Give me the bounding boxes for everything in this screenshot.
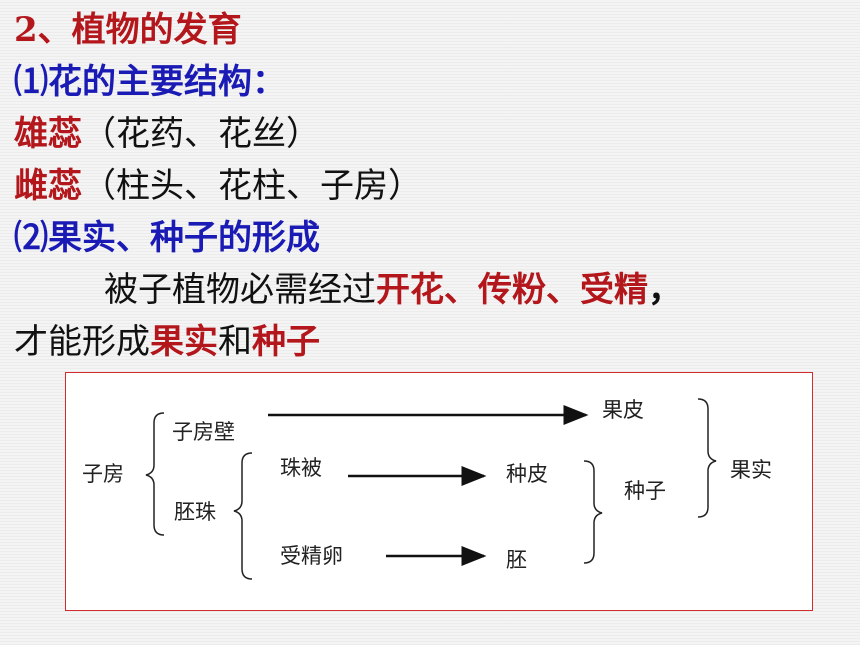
pistil-term: 雌蕊	[14, 166, 82, 206]
heading: 2、植物的发育	[14, 8, 242, 52]
paragraph-highlight3: 种子	[252, 322, 320, 362]
ovary-wall-label: 子房壁	[172, 420, 235, 444]
section2-title: ⑵果实、种子的形成	[14, 216, 320, 260]
ovule-brace	[233, 452, 253, 580]
section1-marker: ⑴	[14, 62, 48, 102]
paragraph-highlight2: 果实	[150, 322, 218, 362]
fruit-label: 果实	[730, 458, 772, 482]
fertilized-egg-label: 受精卵	[280, 544, 343, 568]
integument-label: 珠被	[280, 456, 322, 480]
section1-text: 花的主要结构：	[48, 62, 286, 102]
embryo-label: 胚	[506, 548, 527, 572]
paragraph-line2: 才能形成果实和种子	[14, 320, 320, 364]
paragraph-and: 和	[218, 322, 252, 362]
section2-text: 果实、种子的形成	[48, 218, 320, 258]
pistil-line: 雌蕊（柱头、花柱、子房）	[14, 164, 422, 208]
seed-label: 种子	[624, 479, 666, 503]
stamen-parts: （花药、花丝）	[82, 114, 320, 154]
section1-title: ⑴花的主要结构：	[14, 60, 286, 104]
heading-title: 植物的发育	[71, 10, 242, 50]
stamen-term: 雄蕊	[14, 114, 82, 154]
seed-brace	[583, 460, 603, 564]
fruit-formation-diagram: 子房 子房壁 胚珠 珠被 受精卵 果皮 种皮 胚 种子 果实	[65, 372, 813, 611]
paragraph-part2: 才能形成	[14, 322, 150, 362]
pericarp-label: 果皮	[602, 398, 644, 422]
paragraph-highlight1: 开花、传粉、受精	[376, 270, 648, 310]
paragraph-line1: 被子植物必需经过开花、传粉、受精，	[14, 268, 682, 312]
stamen-line: 雄蕊（花药、花丝）	[14, 112, 320, 156]
pistil-parts: （柱头、花柱、子房）	[82, 166, 422, 206]
ovule-label: 胚珠	[174, 500, 216, 524]
fruit-brace	[697, 398, 717, 518]
seed-coat-label: 种皮	[506, 462, 548, 486]
ovary-brace	[145, 412, 165, 536]
heading-number: 2、	[14, 10, 72, 50]
section2-marker: ⑵	[14, 218, 48, 258]
diagram-canvas: 子房 子房壁 胚珠 珠被 受精卵 果皮 种皮 胚 种子 果实	[82, 398, 772, 580]
ovary-label: 子房	[82, 462, 124, 486]
paragraph-part1: 被子植物必需经过	[104, 270, 376, 310]
paragraph-comma: ，	[648, 270, 682, 310]
